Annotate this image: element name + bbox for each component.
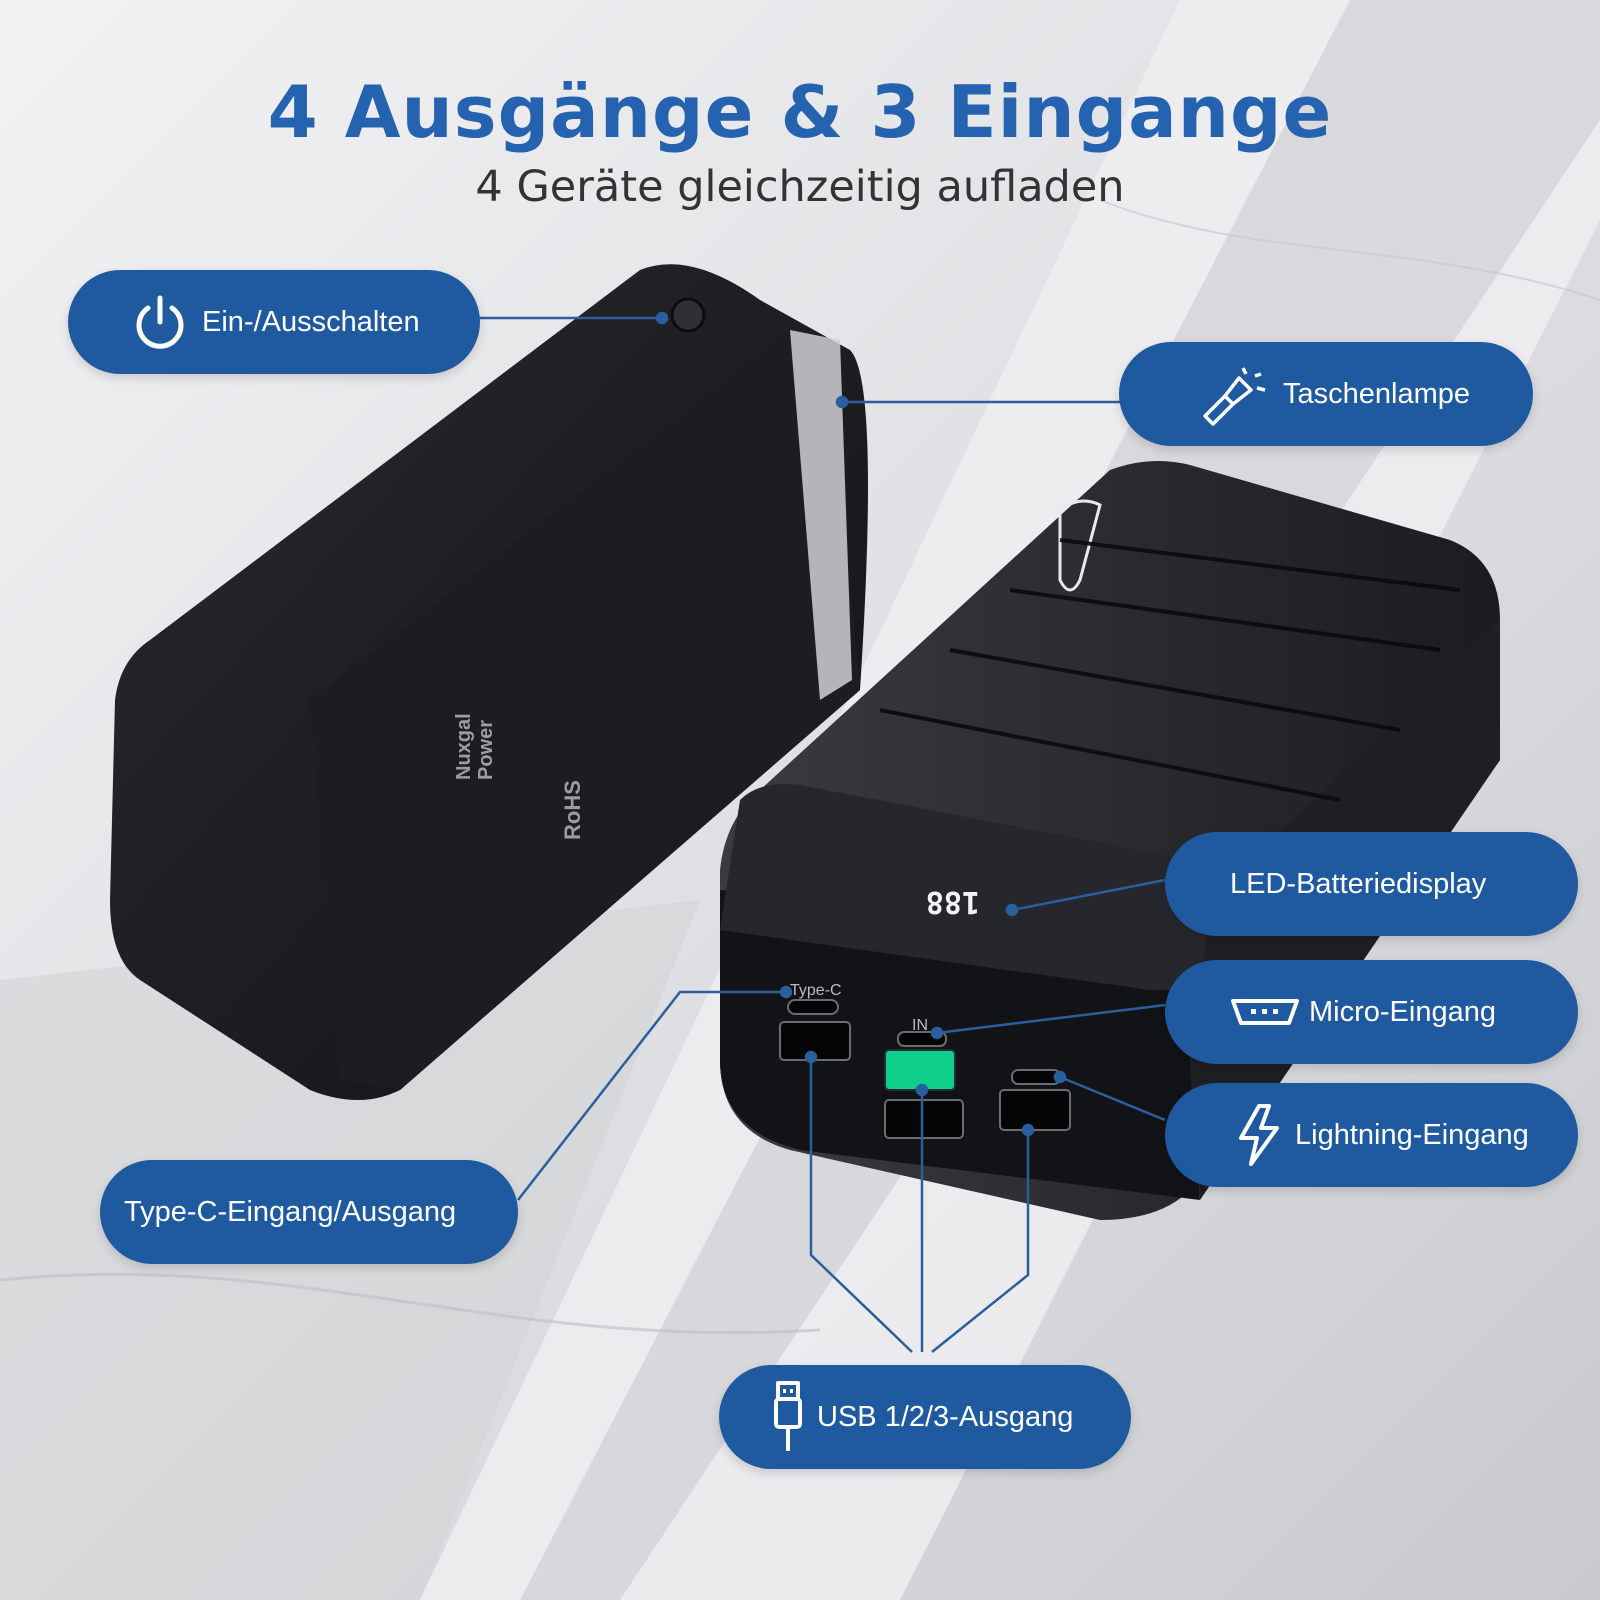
callout-typec: Type-C-Eingang/Ausgang — [100, 1160, 518, 1264]
power-icon — [130, 292, 190, 352]
callout-led-display: LED-Batteriedisplay — [1165, 832, 1578, 936]
lightning-icon — [1235, 1102, 1283, 1168]
callout-flashlight: Taschenlampe — [1119, 342, 1533, 446]
svg-text:188: 188 — [926, 884, 980, 919]
svg-text:IN: IN — [912, 1017, 928, 1034]
callout-lightning-label: Lightning-Eingang — [1295, 1118, 1529, 1151]
callout-lightning-input: Lightning-Eingang — [1165, 1083, 1578, 1187]
page-subtitle: 4 Geräte gleichzeitig aufladen — [475, 162, 1125, 212]
callout-flashlight-label: Taschenlampe — [1283, 377, 1470, 410]
page-title: 4 Ausgänge & 3 Eingange — [267, 70, 1333, 154]
micro-usb-icon — [1229, 995, 1301, 1029]
callout-usb-output: USB 1/2/3-Ausgang — [719, 1365, 1131, 1469]
svg-text:Type-C: Type-C — [790, 982, 842, 999]
callout-typec-label: Type-C-Eingang/Ausgang — [124, 1195, 457, 1228]
callout-power-button: Ein-/Ausschalten — [68, 270, 480, 374]
svg-text:Nuxgal: Nuxgal — [453, 713, 475, 780]
svg-text:RoHS: RoHS — [560, 780, 585, 840]
display-digits: 188 — [926, 884, 980, 919]
power-bank-left: Nuxgal Power RoHS — [110, 264, 868, 1100]
callout-usb-label: USB 1/2/3-Ausgang — [817, 1400, 1074, 1433]
usb-icon — [773, 1379, 803, 1455]
callout-micro-input: Micro-Eingang — [1165, 960, 1578, 1064]
callout-micro-label: Micro-Eingang — [1309, 995, 1496, 1028]
callout-led-display-label: LED-Batteriedisplay — [1230, 867, 1487, 900]
callout-power-label: Ein-/Ausschalten — [202, 305, 420, 338]
svg-text:Power: Power — [475, 720, 497, 780]
flashlight-icon — [1199, 362, 1271, 426]
